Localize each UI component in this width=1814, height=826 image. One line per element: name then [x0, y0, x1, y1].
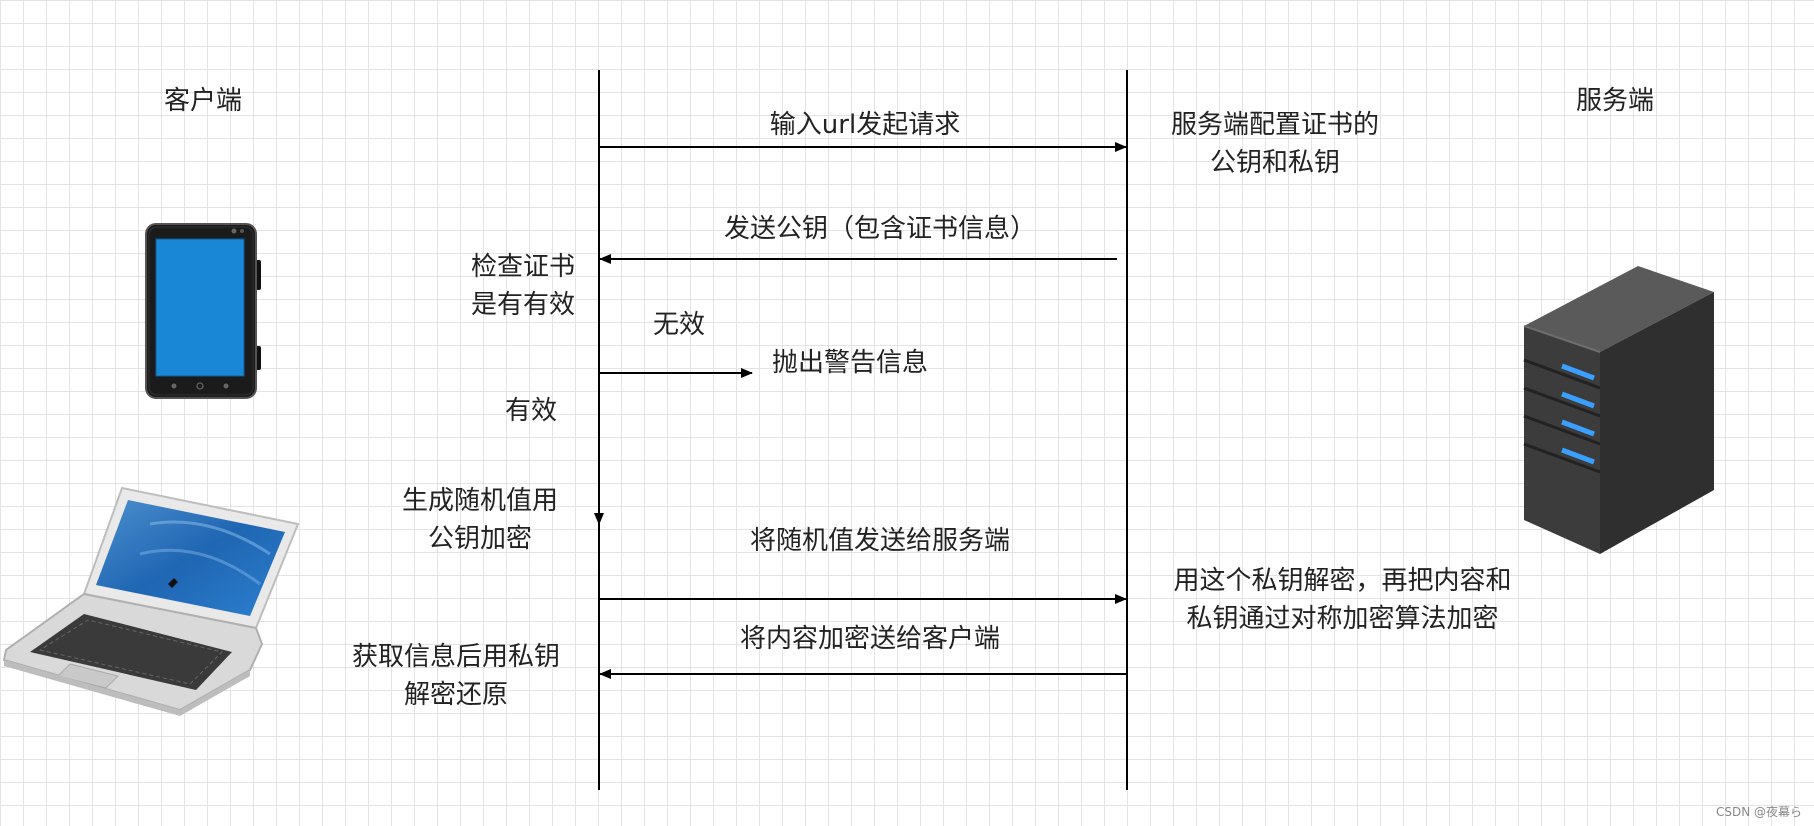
laptop-icon — [2, 486, 300, 716]
send-encrypted-label: 将内容加密送给客户端 — [739, 624, 1000, 654]
server-decrypt-line-2: 私钥通过对称加密算法加密 — [1186, 604, 1499, 634]
server-config-line-2: 公钥和私钥 — [1209, 148, 1340, 178]
throw-warning-label: 抛出警告信息 — [772, 348, 929, 378]
watermark: CSDN @夜幕ら — [1715, 805, 1802, 819]
send-random-label: 将随机值发送给服务端 — [749, 526, 1010, 556]
request-label: 输入url发起请求 — [769, 110, 961, 140]
check-cert-line-1: 检查证书 — [470, 252, 575, 282]
server-config-line-1: 服务端配置证书的 — [1170, 110, 1379, 140]
server-decrypt-line-1: 用这个私钥解密，再把内容和 — [1173, 566, 1512, 596]
client-decrypt-line-1: 获取信息后用私钥 — [351, 642, 560, 672]
server-config-note: 服务端配置证书的 公钥和私钥 — [1160, 106, 1390, 182]
client-decrypt-line-2: 解密还原 — [403, 680, 508, 710]
invalid-label: 无效 — [653, 310, 706, 340]
gen-random-line-2: 公钥加密 — [427, 524, 532, 554]
client-actor-label: 客户端 — [164, 86, 243, 116]
valid-label: 有效 — [505, 396, 558, 426]
server-icon — [1523, 266, 1714, 554]
client-decrypt-note: 获取信息后用私钥 解密还原 — [340, 638, 572, 714]
check-cert-line-2: 是有有效 — [470, 290, 575, 320]
send-public-key-label: 发送公钥（包含证书信息） — [723, 214, 1036, 244]
gen-random-line-1: 生成随机值用 — [401, 486, 558, 516]
server-actor-label: 服务端 — [1576, 86, 1655, 116]
tablet-icon — [145, 223, 261, 399]
gen-random-note: 生成随机值用 公钥加密 — [390, 482, 570, 558]
server-decrypt-note: 用这个私钥解密，再把内容和 私钥通过对称加密算法加密 — [1160, 562, 1525, 638]
check-cert-note: 检查证书 是有有效 — [462, 248, 584, 324]
